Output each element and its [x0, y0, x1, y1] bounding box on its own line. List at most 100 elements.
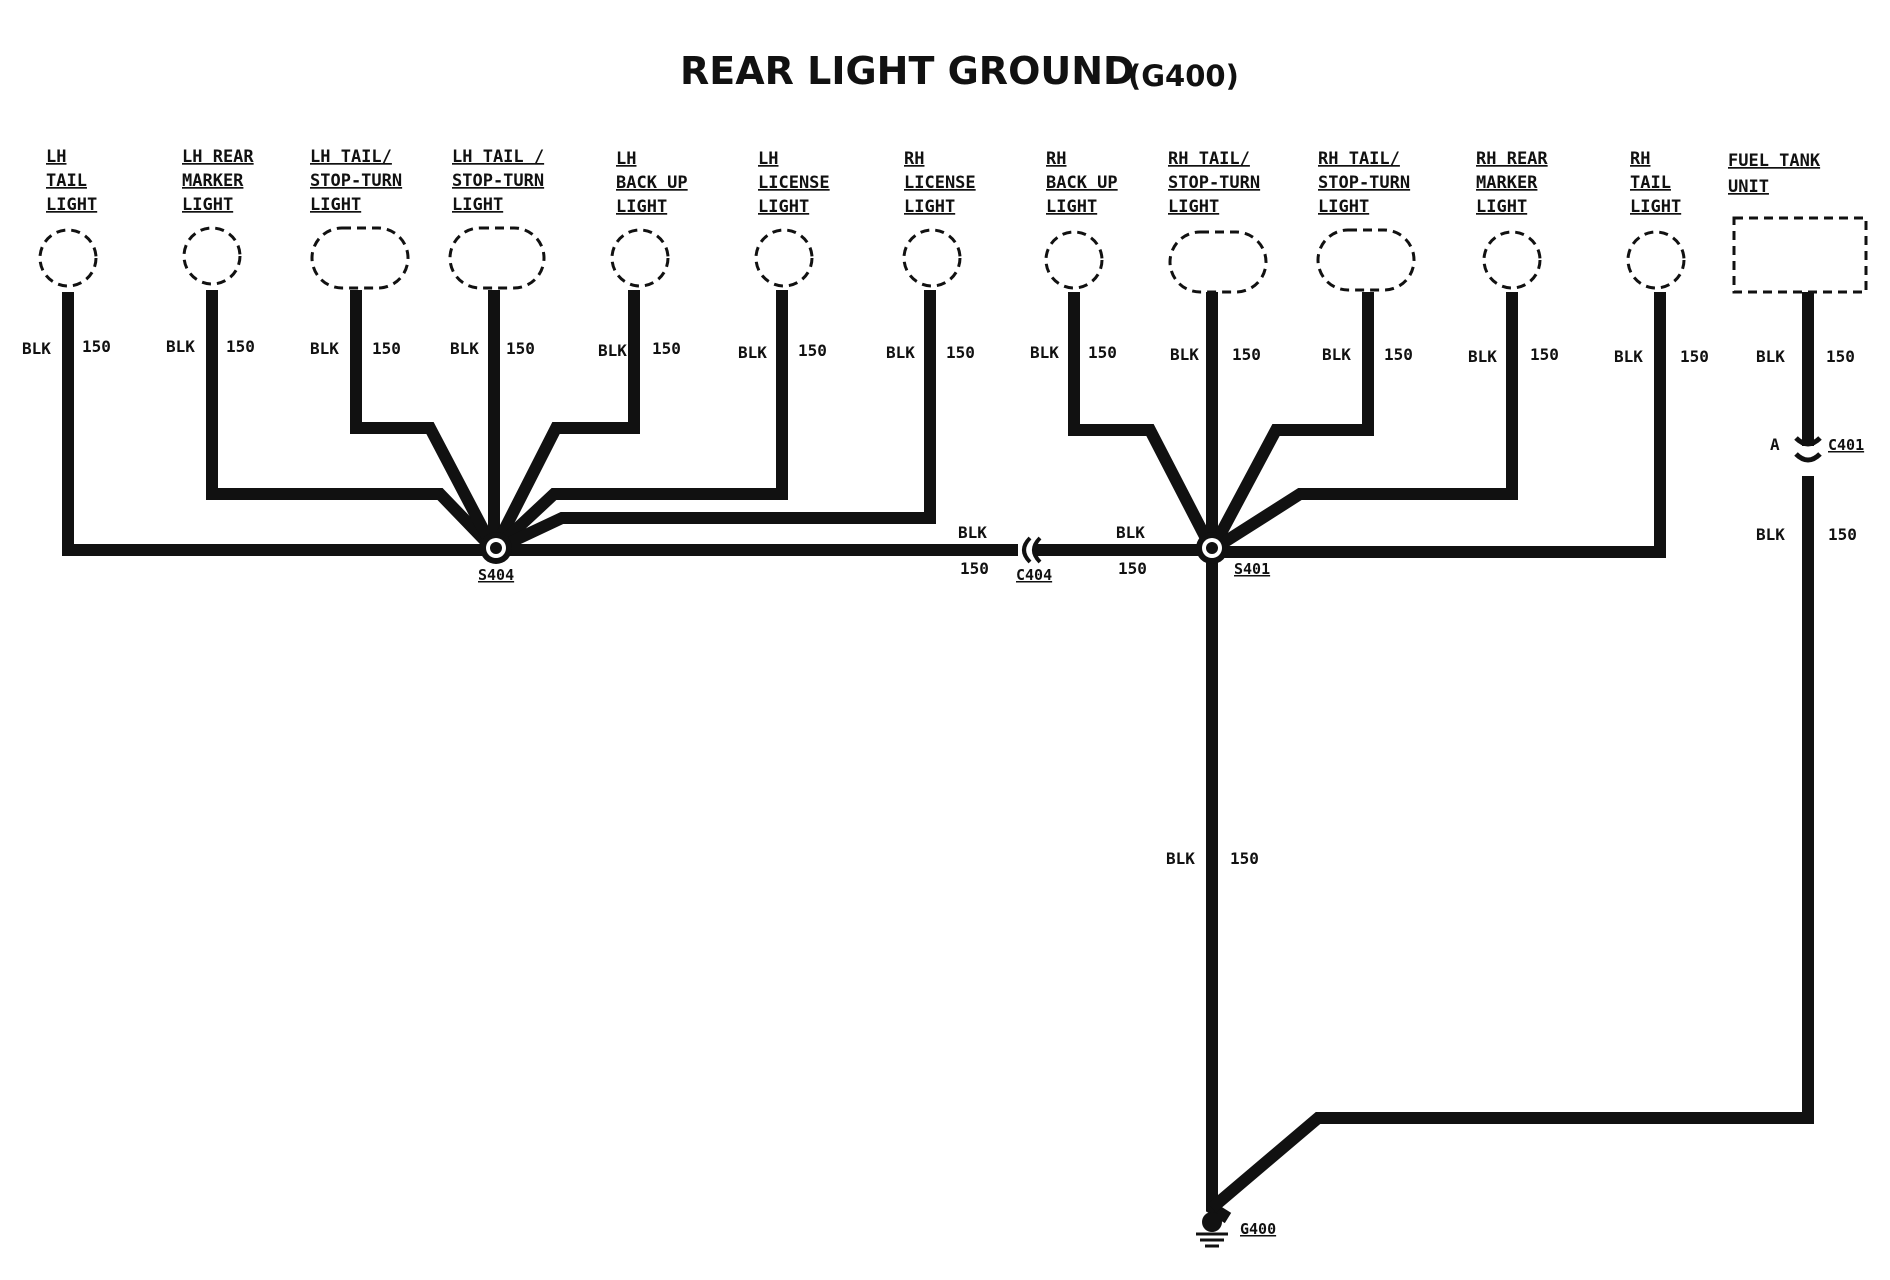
wire-color-label: BLK	[1170, 345, 1199, 364]
component-fuel-tank-unit: FUEL TANK UNIT	[1728, 151, 1868, 294]
component-label-line: LIGHT	[46, 195, 97, 215]
lamp-symbol	[448, 226, 546, 290]
component-rh-tail-stop-turn-light-2: RH TAIL/ STOP-TURN LIGHT	[1316, 149, 1416, 292]
component-lh-tail-light: LH TAIL LIGHT	[38, 147, 98, 288]
lamp-symbol	[310, 226, 410, 290]
splice-node-center	[1206, 542, 1218, 554]
component-label-line: MARKER	[1476, 173, 1538, 193]
connector-c404-symbol	[1032, 536, 1042, 564]
circuit-number-label: 150	[1232, 345, 1261, 364]
circuit-number-label: 150	[1530, 345, 1559, 364]
connector-c401-symbol	[1794, 436, 1822, 447]
wire-rh-back-up	[1068, 292, 1218, 553]
component-label-line: LIGHT	[452, 195, 503, 215]
component-label-line: LICENSE	[904, 173, 976, 193]
wire-lh-license	[489, 290, 788, 555]
component-label-line: RH	[1046, 149, 1066, 169]
wire-color-label: BLK	[1756, 347, 1785, 366]
component-lh-rear-marker-light: LH REAR MARKER LIGHT	[182, 147, 254, 286]
wire-color-label: BLK	[1322, 345, 1351, 364]
component-rh-back-up-light: RH BACK UP LIGHT	[1044, 149, 1118, 290]
wire-color-label: BLK	[738, 343, 767, 362]
component-rh-tail-stop-turn-light-1: RH TAIL/ STOP-TURN LIGHT	[1168, 149, 1268, 294]
circuit-number-label: 150	[372, 339, 401, 358]
component-label-line: LH	[46, 147, 66, 167]
wire-color-label: BLK	[166, 337, 195, 356]
wire-color-label: BLK	[1614, 347, 1643, 366]
wire-color-label: BLK	[1166, 849, 1195, 868]
wire-color-label: BLK	[598, 341, 627, 360]
fuel-tank-unit-symbol	[1732, 216, 1868, 294]
connector-c401-symbol	[1794, 452, 1822, 463]
component-label-line: LIGHT	[1318, 197, 1369, 217]
component-label-line: MARKER	[182, 171, 244, 191]
component-label-line: LH TAIL /	[452, 147, 544, 167]
lamp-symbol	[1482, 230, 1542, 290]
lamp-symbol	[1626, 230, 1686, 290]
component-label-line: TAIL	[1630, 173, 1671, 193]
component-lh-back-up-light: LH BACK UP LIGHT	[610, 149, 688, 288]
component-label-line: LIGHT	[1168, 197, 1219, 217]
splice-node-center	[490, 542, 502, 554]
component-label-line: TAIL	[46, 171, 87, 191]
component-label-line: FUEL TANK	[1728, 151, 1821, 171]
wire-color-label: BLK	[22, 339, 51, 358]
component-rh-rear-marker-light: RH REAR MARKER LIGHT	[1476, 149, 1548, 290]
lamp-symbol	[754, 228, 814, 288]
lamp-symbol	[182, 226, 242, 286]
circuit-number-label: 150	[798, 341, 827, 360]
ground-g400-label: G400	[1240, 1220, 1276, 1238]
lamp-symbol	[902, 228, 962, 288]
connector-c401: A C401 BLK 150	[1756, 435, 1864, 544]
ground-g400: G400	[1196, 1212, 1276, 1248]
component-lh-tail-stop-turn-light-2: LH TAIL / STOP-TURN LIGHT	[448, 147, 546, 290]
component-label-line: LIGHT	[1476, 197, 1527, 217]
wire-color-label: BLK	[1030, 343, 1059, 362]
wire-rh-tail	[1212, 292, 1666, 558]
component-label-line: BACK UP	[1046, 173, 1118, 193]
wire-rh-license	[491, 290, 936, 556]
component-label-line: STOP-TURN	[310, 171, 402, 191]
circuit-number-label: 150	[1828, 525, 1857, 544]
wire-lh-rear-marker	[206, 290, 499, 555]
lamp-symbol	[38, 228, 98, 288]
component-label-line: RH TAIL/	[1318, 149, 1400, 169]
lamp-symbol	[610, 228, 670, 288]
wire-lh-tail-stop-turn-1	[350, 290, 500, 553]
splice-s401-label: S401	[1234, 560, 1270, 578]
component-label-line: STOP-TURN	[452, 171, 544, 191]
wire-color-label: BLK	[310, 339, 339, 358]
connector-c401-label: C401	[1828, 436, 1864, 454]
component-label-line: LIGHT	[758, 197, 809, 217]
circuit-number-label: 150	[1384, 345, 1413, 364]
right-harness-wires	[1036, 292, 1814, 1224]
component-rh-license-light: RH LICENSE LIGHT	[902, 149, 976, 288]
wire-rh-rear-marker	[1208, 292, 1518, 556]
circuit-number-label: 150	[506, 339, 535, 358]
wire-fuel-return	[1208, 476, 1814, 1213]
wire-lh-back-up	[488, 290, 640, 553]
component-lh-license-light: LH LICENSE LIGHT	[754, 149, 830, 288]
component-label-line: LICENSE	[758, 173, 830, 193]
connector-c404-symbol	[1022, 536, 1032, 564]
component-label-line: LIGHT	[904, 197, 955, 217]
diagram-title: REAR LIGHT GROUND	[680, 49, 1135, 93]
circuit-number-label: 150	[226, 337, 255, 356]
wire-trunk-to-ground	[1206, 550, 1232, 1224]
lamp-symbol	[1316, 228, 1416, 292]
splice-s401: S401	[1196, 532, 1270, 578]
circuit-number-label: 150	[960, 559, 989, 578]
circuit-number-label: 150	[1826, 347, 1855, 366]
connector-c404-label: C404	[1016, 566, 1052, 584]
component-label-line: RH TAIL/	[1168, 149, 1250, 169]
component-label-line: LIGHT	[616, 197, 667, 217]
component-label-line: LH	[616, 149, 636, 169]
component-rh-tail-light: RH TAIL LIGHT	[1626, 149, 1686, 290]
component-lh-tail-stop-turn-light-1: LH TAIL/ STOP-TURN LIGHT	[310, 147, 410, 290]
circuit-number-label: 150	[946, 343, 975, 362]
ground-icon	[1202, 1212, 1222, 1232]
component-label-line: LIGHT	[182, 195, 233, 215]
component-label-line: BACK UP	[616, 173, 688, 193]
component-label-line: UNIT	[1728, 177, 1769, 197]
